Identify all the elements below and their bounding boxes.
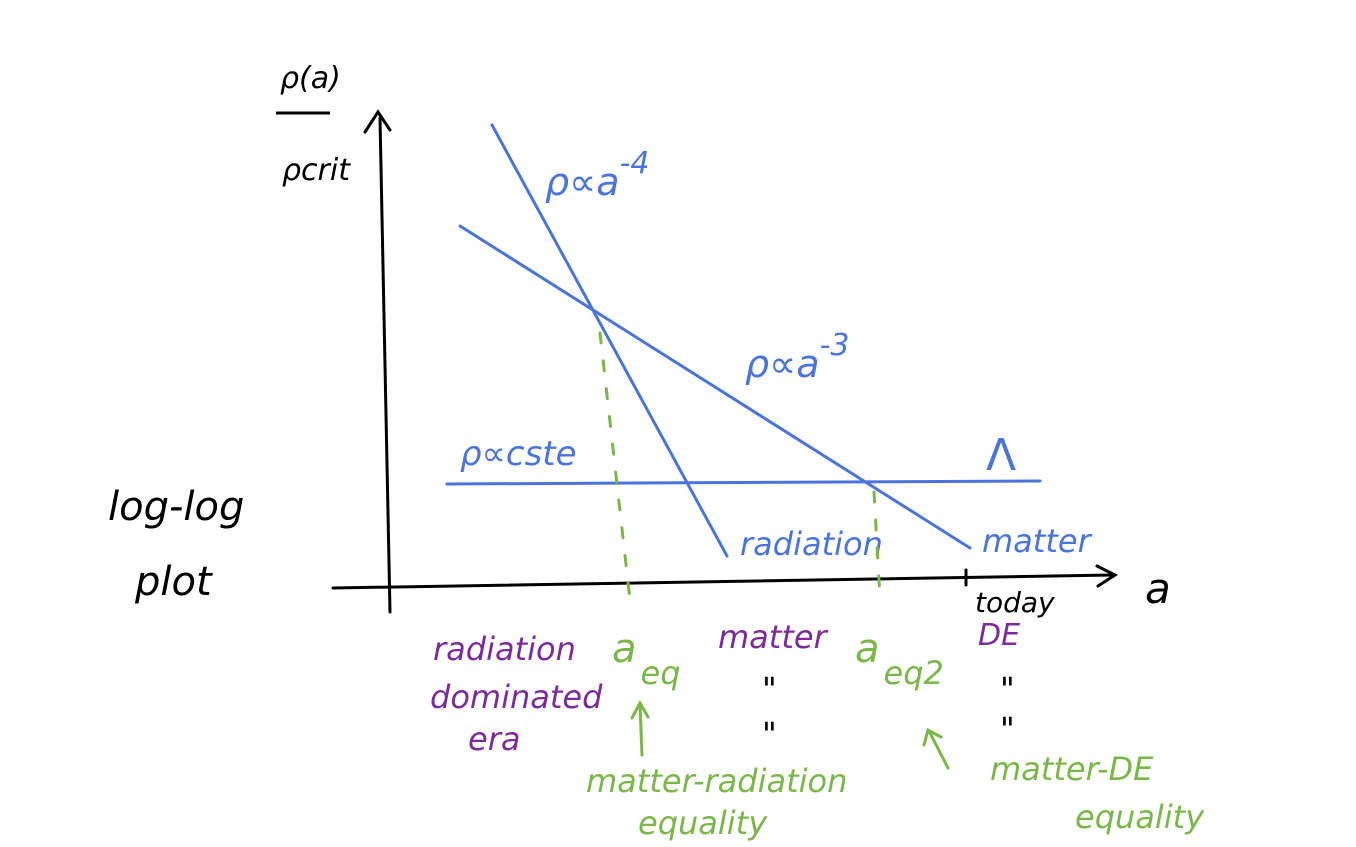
density-lines [445, 123, 1042, 558]
a-eq-dashed-line [598, 331, 632, 602]
radiation-formula: ρ∝a-4 [545, 146, 649, 204]
matter-era-label: matter [718, 618, 829, 656]
a-eq2-dashed-line [872, 490, 882, 600]
matter-de-arrow-icon [928, 731, 950, 770]
y-axis-label-denominator: ρcrit [282, 153, 351, 188]
y-axis-arrowhead [363, 109, 392, 134]
matter-formula: ρ∝a-3 [745, 328, 849, 386]
radiation-era-line2: dominated [430, 678, 603, 716]
de-era-ditto2: " [1000, 710, 1015, 748]
lambda-line [445, 479, 1042, 486]
x-axis-label: a [1145, 564, 1171, 613]
radiation-end-label: radiation [740, 525, 883, 563]
matter-de-equality-line2: equality [1075, 798, 1205, 836]
equality-markers [598, 331, 882, 602]
a-eq-label: aeq [612, 626, 681, 692]
radiation-era-line3: era [468, 720, 520, 758]
y-axis-label-numerator: ρ(a) [280, 61, 341, 96]
de-era-label: DE [978, 618, 1020, 653]
log-log-note-line2: plot [134, 559, 213, 605]
a-eq2-label: aeq2 [855, 626, 944, 692]
y-axis [378, 116, 392, 614]
matter-radiation-equality-line2: equality [638, 804, 768, 842]
today-label: today [975, 586, 1055, 619]
matter-era-ditto1: " [762, 670, 777, 708]
x-axis-arrowhead [1095, 564, 1119, 588]
de-era-ditto1: " [1000, 670, 1015, 708]
matter-radiation-arrowhead-icon [630, 699, 650, 720]
matter-radiation-arrow-icon [638, 703, 644, 757]
lambda-formula: ρ∝cste [460, 434, 577, 474]
log-log-note-line1: log-log [108, 484, 244, 530]
lambda-symbol: Λ [986, 430, 1016, 481]
matter-de-arrowhead-icon [922, 727, 943, 747]
equality-arrows [630, 699, 950, 770]
axes [331, 109, 1119, 614]
matter-de-equality-line1: matter-DE [990, 750, 1154, 788]
matter-line [458, 224, 972, 550]
radiation-era-line1: radiation [433, 630, 576, 668]
matter-end-label: matter [982, 522, 1093, 560]
matter-radiation-equality-line1: matter-radiation [586, 762, 847, 800]
x-axis [331, 573, 1114, 590]
matter-era-ditto2: " [762, 715, 777, 753]
